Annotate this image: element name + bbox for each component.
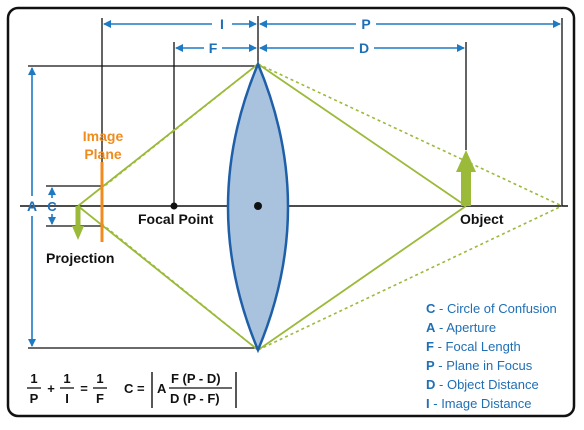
- image-plane-label-line2: Plane: [84, 146, 122, 162]
- frac-den: I: [65, 391, 69, 406]
- legend-key: I: [426, 396, 430, 411]
- legend-item: F - Focal Length: [426, 339, 521, 354]
- coc-numerator: F (P - D): [171, 371, 221, 386]
- legend: C - Circle of Confusion A - Aperture F -…: [426, 301, 557, 411]
- focus-ray-lines: [101, 63, 563, 351]
- coc-denominator: D (P - F): [170, 391, 220, 406]
- image-plane-label-line1: Image: [83, 128, 124, 144]
- legend-text: - Circle of Confusion: [439, 301, 557, 316]
- legend-key: A: [426, 320, 436, 335]
- object-arrow: [456, 150, 476, 206]
- frac-num: 1: [96, 371, 103, 386]
- legend-item: D - Object Distance: [426, 377, 539, 392]
- dim-c-label: C: [47, 199, 57, 214]
- legend-text: - Plane in Focus: [438, 358, 532, 373]
- frac-den: P: [30, 391, 39, 406]
- legend-key: C: [426, 301, 436, 316]
- legend-text: - Object Distance: [439, 377, 539, 392]
- projection-label: Projection: [46, 250, 114, 266]
- legend-key: D: [426, 377, 435, 392]
- object-label: Object: [460, 211, 504, 227]
- dim-f-label: F: [209, 40, 218, 56]
- coc-equation: C = A F (P - D) D (P - F): [124, 371, 237, 408]
- lens-center-point: [254, 202, 262, 210]
- projection-arrow: [72, 206, 84, 240]
- frac-num: 1: [63, 371, 70, 386]
- lens-equation: 1 P + 1 I = 1 F: [27, 371, 107, 406]
- frac-den: F: [96, 391, 104, 406]
- legend-item: P - Plane in Focus: [426, 358, 533, 373]
- dim-a-label: A: [27, 198, 37, 214]
- legend-item: A - Aperture: [426, 320, 496, 335]
- legend-text: - Focal Length: [438, 339, 521, 354]
- legend-text: - Aperture: [439, 320, 496, 335]
- focal-point-label: Focal Point: [138, 211, 214, 227]
- frac-num: 1: [30, 371, 37, 386]
- dim-d-label: D: [359, 40, 369, 56]
- legend-item: C - Circle of Confusion: [426, 301, 557, 316]
- legend-key: P: [426, 358, 435, 373]
- legend-text: - Image Distance: [433, 396, 531, 411]
- diagram-frame: [6, 6, 576, 418]
- legend-key: F: [426, 339, 434, 354]
- equals-sign: =: [80, 381, 88, 396]
- coc-lhs: C =: [124, 381, 145, 396]
- dim-i-label: I: [220, 16, 224, 32]
- focal-point-dot: [170, 202, 178, 210]
- plus-sign: +: [47, 381, 55, 396]
- coc-a: A: [157, 381, 167, 396]
- dim-p-label: P: [361, 16, 370, 32]
- legend-item: I - Image Distance: [426, 396, 532, 411]
